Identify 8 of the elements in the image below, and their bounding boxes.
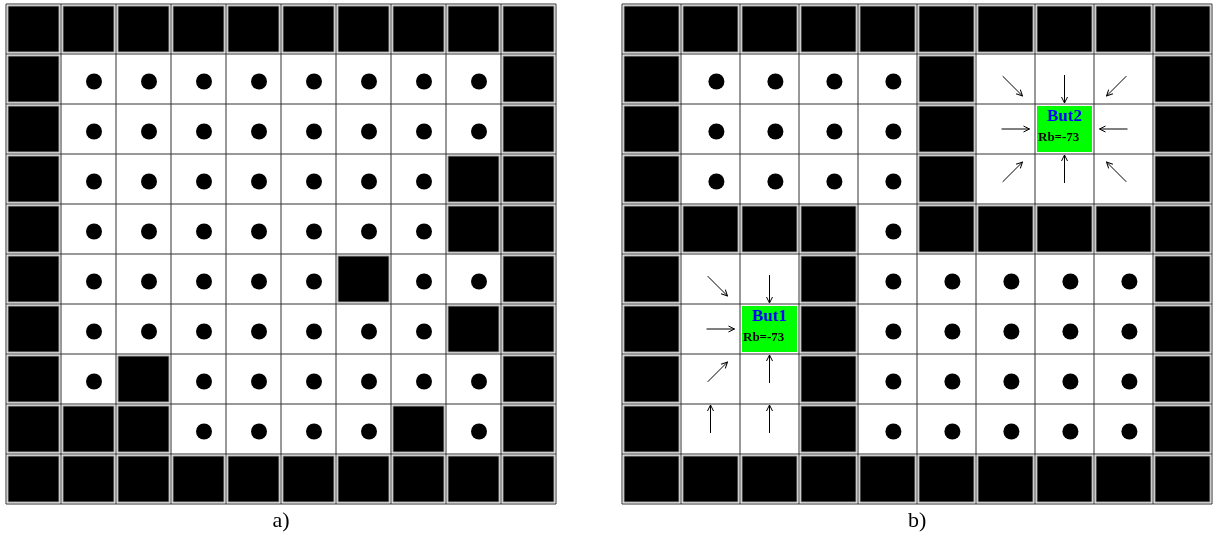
panel-caption: b) xyxy=(908,508,927,532)
panel-caption: a) xyxy=(272,508,290,532)
reward-value: Rb=-73 xyxy=(1038,130,1080,144)
agent-name: But1 xyxy=(751,307,788,325)
agent-name: But2 xyxy=(1046,107,1083,125)
agent-cell xyxy=(1037,106,1092,152)
agent-cell xyxy=(742,306,797,352)
reward-value: Rb=-73 xyxy=(743,330,785,344)
